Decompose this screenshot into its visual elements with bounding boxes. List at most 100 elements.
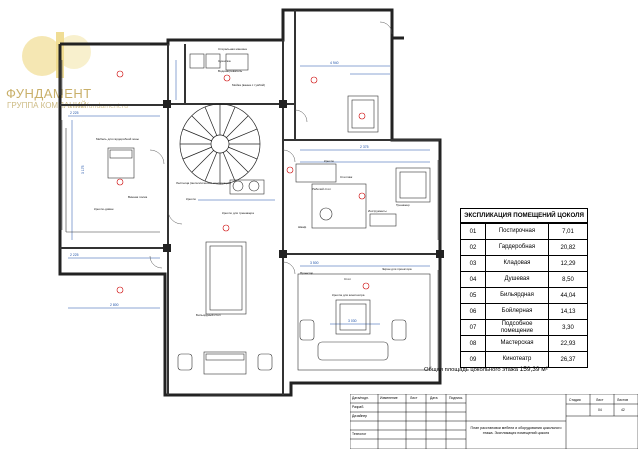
inner-walls <box>60 10 440 395</box>
logo-url: www.fundament.ru <box>69 103 128 110</box>
plan-label-14: Тренажер <box>396 203 410 207</box>
outer-walls <box>58 8 442 397</box>
stamp-header-4: Подпись <box>449 396 463 400</box>
row-area: 20,82 <box>548 239 588 256</box>
plan-label-4: Мойка (ванна с тумбой) <box>232 83 265 87</box>
windows <box>59 9 441 396</box>
row-room-name: Бильярдная <box>485 287 549 304</box>
stamp-header-1: Изменение <box>380 396 398 400</box>
plan-label-8: Кресло <box>186 197 196 201</box>
dim-2: 3 175 <box>81 165 85 174</box>
stamp-header-3: Дата <box>430 396 438 400</box>
row-area: 7,01 <box>548 223 588 240</box>
sofa <box>203 351 247 375</box>
plan-label-9: Кресло для тренажера <box>222 211 254 215</box>
logo-subtitle: ГРУППА КОМПАНИЙ <box>7 101 87 110</box>
row-area: 8,50 <box>548 271 588 288</box>
dimension-texts: 2 225 3 175 2 225 2 800 4 940 2 375 3 03… <box>70 61 369 323</box>
plan-label-5: Мебель для гардеробной зоны <box>96 137 139 141</box>
row-room-name: Душевая <box>485 271 549 288</box>
dim-6: 2 375 <box>360 145 369 149</box>
row-room-name: Кладовая <box>485 255 549 272</box>
row-area: 26,37 <box>548 351 588 368</box>
row-area: 14,13 <box>548 303 588 320</box>
row-number: 01 <box>460 223 486 240</box>
row-room-name: Гардеробная <box>485 239 549 256</box>
row-room-name: Постирочная <box>485 223 549 240</box>
plan-label-18: Стол <box>344 277 351 281</box>
row-area: 44,04 <box>548 287 588 304</box>
spiral-staircase <box>179 103 261 185</box>
plan-label-11: Бильярдный стол <box>196 313 221 317</box>
cinema-table <box>335 299 371 335</box>
row-number: 06 <box>460 303 486 320</box>
plan-label-2: Сушилка <box>218 59 231 63</box>
total-area-value: 159,39 м² <box>519 366 548 373</box>
plan-label-21: Проектор <box>300 271 314 275</box>
title-block-grid <box>350 394 638 449</box>
plan-labels: Стиральная машина Сушилка Водонагревател… <box>94 47 412 317</box>
explication-title: ЭКСПЛИКАЦИЯ ПОМЕЩЕНИЙ ЦОКОЛЯ <box>460 208 588 223</box>
plan-label-6: Винная полка <box>128 195 147 199</box>
stamp-sheet-value: 04 <box>598 408 602 412</box>
stamp-sheets-value: 42 <box>621 408 625 412</box>
dim-5: 4 940 <box>330 61 339 65</box>
row-area: 12,29 <box>548 255 588 272</box>
total-area-label: Общая площадь цокольного этажа <box>424 367 518 373</box>
row-room-name: Мастерская <box>485 335 549 352</box>
plan-label-1: Стиральная машина <box>218 47 247 51</box>
row-room-name: Бойлерная <box>485 303 549 320</box>
plan-label-17: Кресла для кинотеатра <box>332 293 365 297</box>
stamp-row-4: Технолог <box>352 432 367 436</box>
stamp-row-1: Дата/подп. <box>352 396 369 400</box>
stamp-description: План расстановки мебели и оборудования ц… <box>470 426 562 435</box>
row-number: 05 <box>460 287 486 304</box>
dim-7: 3 030 <box>348 319 357 323</box>
dim-3: 2 225 <box>70 253 79 257</box>
plan-label-19: Экран для проектора <box>382 267 412 271</box>
stamp-row-3: Дизайнер <box>352 414 368 418</box>
billiard-table <box>205 241 247 315</box>
dim-4: 2 800 <box>110 303 119 307</box>
row-room-name: Подсобное помещение <box>485 319 549 336</box>
total-area: Общая площадь цокольного этажа 159,39 м² <box>424 366 548 373</box>
plan-label-13: Стеллаж <box>340 175 352 179</box>
stamp-sheets-header: Листов <box>617 398 629 402</box>
dim-8: 3 500 <box>310 261 319 265</box>
plan-label-15: Рабочий стол <box>312 187 331 191</box>
row-number: 07 <box>460 319 486 336</box>
room-markers <box>116 70 370 294</box>
dim-1: 2 225 <box>70 111 79 115</box>
row-number: 08 <box>460 335 486 352</box>
plan-label-7: Кресло-диван <box>94 207 114 211</box>
row-area: 22,93 <box>548 335 588 352</box>
plan-label-3: Водонагреватель <box>218 69 243 73</box>
plan-label-20: Шкаф <box>298 225 307 229</box>
columns <box>163 100 444 258</box>
logo-name: ФУНДАМЕНТ <box>6 86 92 101</box>
stamp-row-2: Разраб. <box>352 405 365 409</box>
row-number: 02 <box>460 239 486 256</box>
furniture <box>65 53 431 375</box>
plan-label-12: Кресло <box>324 159 334 163</box>
logo-circle-left <box>22 36 62 76</box>
stamp-header-2: Лист <box>410 396 418 400</box>
stamp-sheet-header: Лист <box>596 398 604 402</box>
dimension-lines <box>68 60 430 325</box>
row-number: 03 <box>460 255 486 272</box>
row-number: 04 <box>460 271 486 288</box>
plan-label-10: Лестница (металлическая конструкция) <box>176 181 231 185</box>
row-area: 3,30 <box>548 319 588 336</box>
